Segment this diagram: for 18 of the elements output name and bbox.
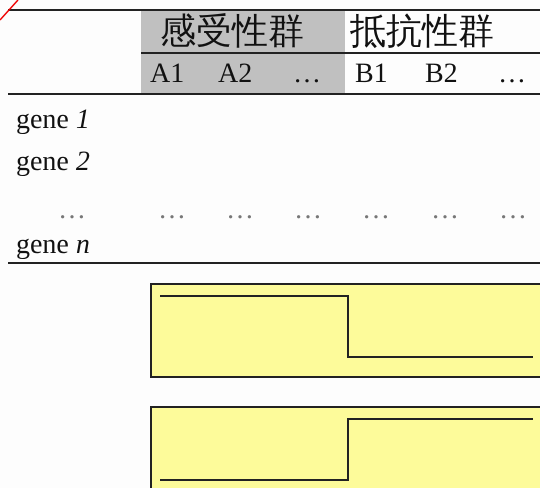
row-label: gene 1 <box>16 106 90 134</box>
ellipsis: … <box>362 196 390 224</box>
ellipsis: … <box>294 196 322 224</box>
column-header: A1 <box>150 60 184 88</box>
column-header: … <box>498 60 526 88</box>
row-label: gene 2 <box>16 148 90 176</box>
column-header: B1 <box>355 60 388 88</box>
column-header: … <box>293 60 321 88</box>
row-label: gene n <box>16 231 90 259</box>
group-header: 感受性群 <box>160 13 304 49</box>
column-header: A2 <box>218 60 252 88</box>
ellipsis: … <box>58 196 86 224</box>
group-header: 抵抗性群 <box>350 13 494 49</box>
ellipsis: … <box>226 196 254 224</box>
ellipsis: … <box>499 196 527 224</box>
column-header: B2 <box>425 60 458 88</box>
ellipsis: … <box>158 196 186 224</box>
ellipsis: … <box>431 196 459 224</box>
